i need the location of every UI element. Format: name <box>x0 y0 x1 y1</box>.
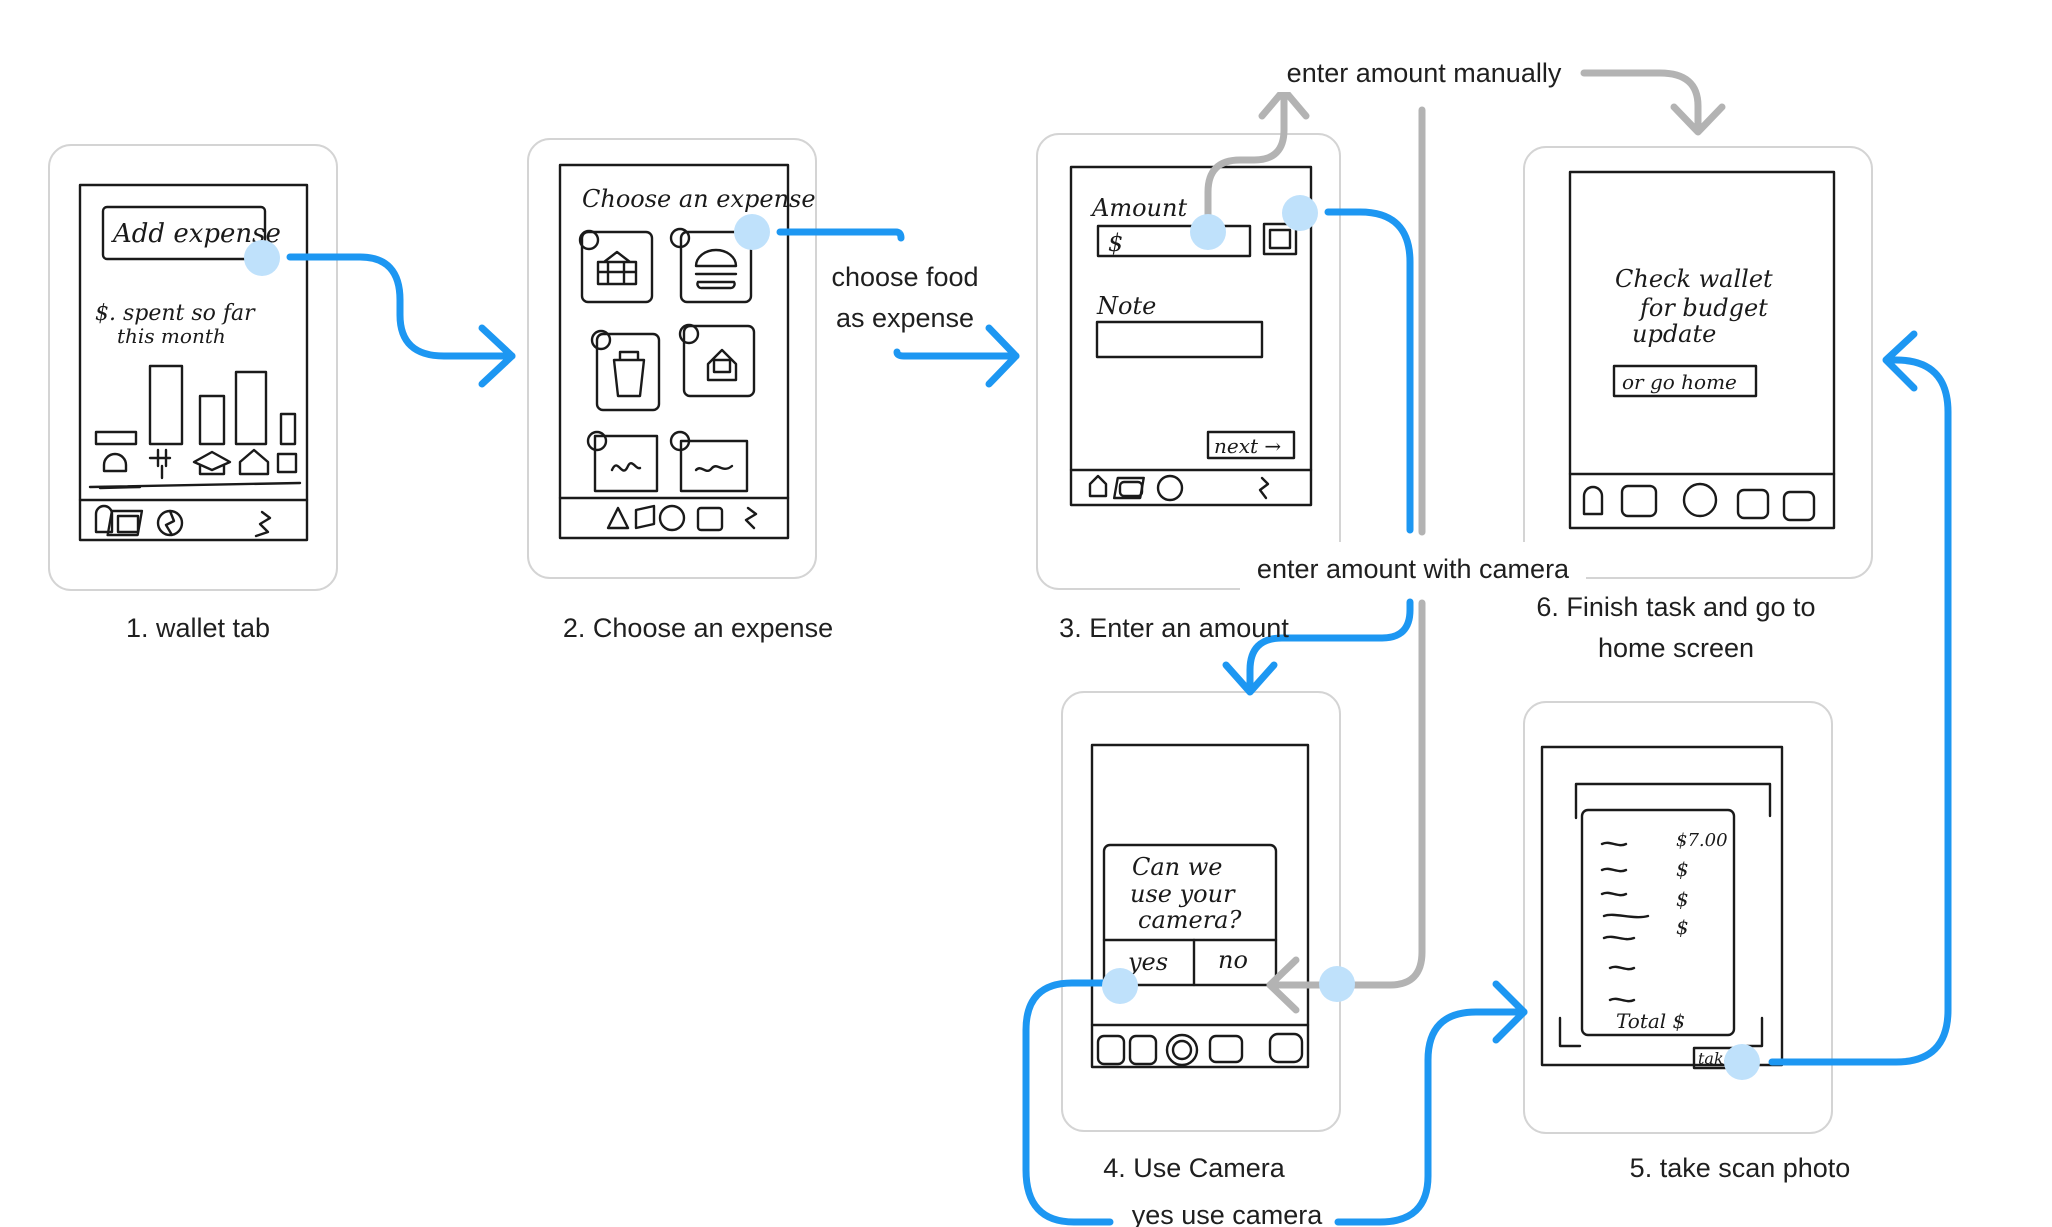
screen-1-label: 1. wallet tab <box>126 613 270 643</box>
amount-field-sketch <box>1096 224 1252 258</box>
screen-2-label: 2. Choose an expense <box>563 613 833 643</box>
arrowhead <box>478 324 516 388</box>
hotspot-choose-food[interactable] <box>734 214 770 250</box>
scan-frame-sketch <box>1558 782 1772 1048</box>
edge-labels: choose food as expense enter amount manu… <box>831 52 1586 1227</box>
screen-6-card <box>1523 146 1873 579</box>
hotspot-add-expense[interactable] <box>244 240 280 276</box>
price-sketch-text: $7.00 <box>1676 830 1728 851</box>
screen-3-label: 3. Enter an amount <box>1059 613 1289 643</box>
dollar-2-sketch-text: $ <box>1676 887 1689 911</box>
arrow-no-back <box>1266 599 1426 989</box>
dollar-sketch-text: $ <box>1108 229 1123 257</box>
dollar-1-sketch-text: $ <box>1676 857 1689 881</box>
category-icons-sketch <box>102 448 298 480</box>
flow-arrows <box>286 208 1952 1226</box>
arrowhead <box>1492 980 1528 1044</box>
screen-1-card <box>48 144 338 591</box>
screen-4-label: 4. Use Camera <box>1103 1153 1286 1183</box>
arrow-s5-to-s6 <box>1768 356 1952 1066</box>
arrow-manual-to-s6 <box>1580 69 1702 132</box>
screen-6-label-line2: home screen <box>1598 633 1754 663</box>
for-budget-sketch-text: for budget <box>1638 294 1768 322</box>
bar-chart-sketch <box>94 364 297 446</box>
arrow-camera-icon-down <box>1324 208 1414 534</box>
screen-5-label: 5. take scan photo <box>1630 1153 1851 1183</box>
yes-sketch-text: yes <box>1127 948 1168 976</box>
edge-label-choose-food-line1: choose food <box>831 262 978 292</box>
go-home-sketch-text: or go home <box>1622 370 1737 394</box>
camera-icon <box>1262 222 1298 256</box>
spent-sketch-text: $. spent so far <box>95 301 256 326</box>
arrow-to-s4 <box>1246 598 1414 694</box>
edge-label-enter-with-camera: enter amount with camera <box>1257 554 1570 584</box>
screen-4-card <box>1061 691 1341 1132</box>
use-your-sketch-text: use your <box>1130 880 1236 908</box>
hotspots <box>244 195 1760 1080</box>
edge-label-choose-food-line2: as expense <box>836 303 974 333</box>
screen-4-use-camera: Can we use your camera? yes no <box>1061 691 1341 1132</box>
arrowhead <box>1222 661 1278 696</box>
hotspot-camera-icon[interactable] <box>1282 195 1318 231</box>
screen-2-choose-expense: Choose an expense <box>527 138 817 579</box>
go-home-button-sketch <box>1612 364 1758 398</box>
phone-outline <box>1090 743 1310 1069</box>
screen-labels: 1. wallet tab 2. Choose an expense 3. En… <box>126 592 1850 1183</box>
hotspot-no-button[interactable] <box>1319 966 1355 1002</box>
this-month-sketch-text: this month <box>117 324 226 348</box>
add-expense-box <box>101 205 267 261</box>
choose-expense-sketch-text: Choose an expense <box>582 185 816 213</box>
tab-bar-icons-sketch <box>94 504 272 538</box>
tab-bar-icons-sketch <box>606 504 758 532</box>
dollar-3-sketch-text: $ <box>1676 915 1689 939</box>
total-sketch-text: Total $ <box>1616 1009 1685 1033</box>
screen-1-wallet-tab: Add expense $. spent so far this month <box>48 144 338 591</box>
phone-outline <box>558 163 790 540</box>
phone-outline <box>1568 170 1836 530</box>
receipt-sketch <box>1580 808 1736 1037</box>
arrow-s1-to-s2 <box>286 253 516 360</box>
can-we-sketch-text: Can we <box>1132 853 1223 881</box>
arrow-s2-label-segment <box>776 228 905 242</box>
slider-fill-sketch <box>98 485 142 490</box>
arrow-label-to-s5 <box>1334 1008 1528 1226</box>
camera-question-sketch-text: camera? <box>1138 906 1241 934</box>
expense-grid-sketch <box>578 227 756 493</box>
screen-3-enter-amount: Amount $ Note next → <box>1036 133 1341 590</box>
update-sketch-text: update <box>1632 320 1716 348</box>
check-wallet-sketch-text: Check wallet <box>1615 265 1773 293</box>
arrow-label-to-s3 <box>893 348 1020 360</box>
next-sketch-text: next → <box>1214 434 1281 458</box>
receipt-lines-sketch <box>1600 841 1650 1003</box>
screen-5-take-scan-photo: $7.00 $ $ $ Total $ take <box>1523 701 1833 1134</box>
hotspot-take-button[interactable] <box>1724 1044 1760 1080</box>
amount-sketch-label: Amount <box>1090 194 1187 222</box>
tab-bar-icons-sketch <box>1088 474 1270 502</box>
arrow-manual-up <box>1204 86 1288 234</box>
phone-outline <box>1069 165 1313 507</box>
alternate-flow-arrows <box>1204 69 1726 1014</box>
phone-outline <box>78 183 309 542</box>
no-sketch-text: no <box>1218 946 1248 974</box>
edge-label-yes-camera: yes use camera <box>1132 1200 1324 1227</box>
arrowhead <box>1266 956 1300 1014</box>
arrowhead <box>1670 103 1726 136</box>
screen-6-label-line1: 6. Finish task and go to <box>1536 592 1815 622</box>
screen-6-finish-task: Check wallet for budget update or go hom… <box>1523 146 1873 579</box>
note-field-sketch <box>1095 320 1264 359</box>
camera-permission-dialog-sketch <box>1102 843 1278 987</box>
hotspot-amount-field[interactable] <box>1190 214 1226 250</box>
note-sketch-label: Note <box>1096 292 1156 320</box>
screen-2-card <box>527 138 817 579</box>
next-button-sketch <box>1206 430 1296 460</box>
hotspot-yes-button[interactable] <box>1102 968 1138 1004</box>
arrowhead <box>1882 330 1918 392</box>
edge-label-enter-manually: enter amount manually <box>1287 58 1562 88</box>
tab-bar-icons-sketch <box>1582 482 1816 522</box>
arrow-yes-to-label <box>1022 979 1116 1226</box>
phone-outline <box>1540 745 1784 1067</box>
arrowhead <box>985 324 1020 388</box>
tab-bar-icons-sketch <box>1096 1032 1304 1067</box>
